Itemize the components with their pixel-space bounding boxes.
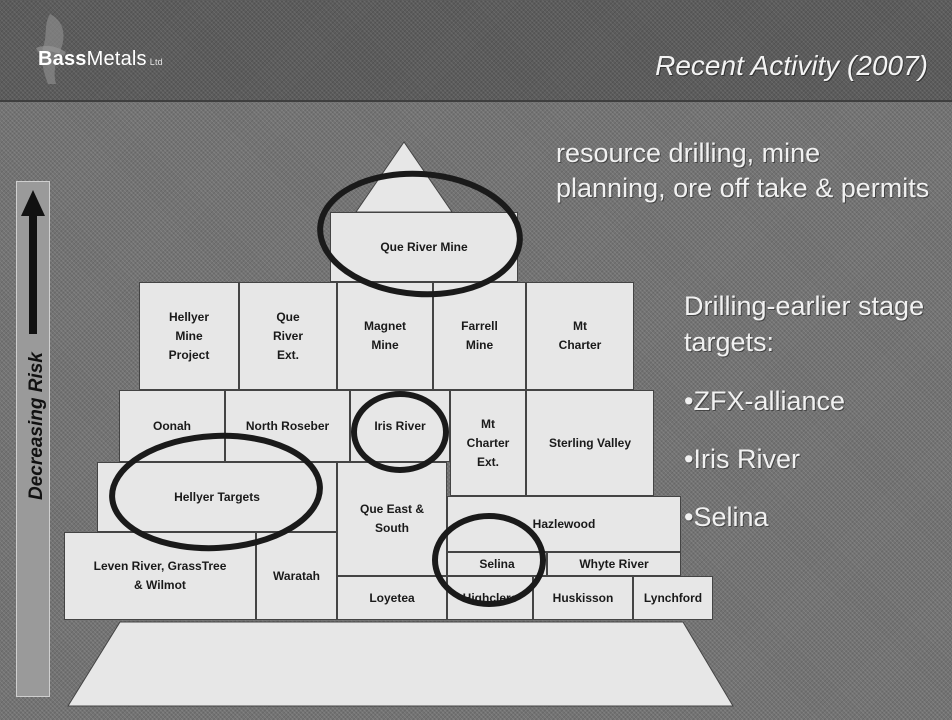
iris-river-block: Iris River [350,390,450,462]
farrell-mine-block: Farrell Mine [433,282,526,390]
list-item: •ZFX-alliance [684,386,845,416]
up-arrow-icon [21,190,45,334]
oonah-block: Oonah [119,390,225,462]
list-item: •Selina [684,502,769,532]
logo-bold-text: Bass [38,48,87,70]
north-rosebery-block: North Roseber [225,390,350,462]
whyte-river-block: Whyte River [547,552,681,576]
huskisson-block: Huskisson [533,576,633,620]
pyramid-apex [355,141,453,213]
highclere-block: Highclere [447,576,533,620]
leven-river-block: Leven River, GrassTree & Wilmot [64,532,256,620]
que-river-ext-block: Que River Ext. [239,282,337,390]
pyramid-base [67,621,734,707]
sterling-valley-block: Sterling Valley [526,390,654,496]
lynchford-block: Lynchford [633,576,713,620]
logo-rest-text: Metals [86,48,147,70]
logo-suffix-text: Ltd [149,57,163,67]
que-river-mine-block: Que River Mine [330,212,518,282]
mt-charter-block: Mt Charter [526,282,634,390]
hellyer-mine-project-block: Hellyer Mine Project [139,282,239,390]
waratah-block: Waratah [256,532,337,620]
figure-logo-icon [36,14,66,84]
hazlewood-block: Hazlewood [447,496,681,552]
list-item: •Iris River [684,444,800,474]
hellyer-targets-block: Hellyer Targets [97,462,337,532]
resource-note: resource drilling, mine planning, ore of… [556,138,930,203]
slide-title: Recent Activity (2007) [655,50,928,81]
drilling-heading: Drilling-earlier stage targets: [684,291,925,357]
que-east-south-block: Que East & South [337,462,447,576]
mt-charter-ext-block: Mt Charter Ext. [450,390,526,496]
target-list: •ZFX-alliance •Iris River •Selina [684,386,845,560]
loyetea-block: Loyetea [337,576,447,620]
selina-block: Selina [447,552,547,576]
risk-scale-bar [16,181,50,697]
magnet-mine-block: Magnet Mine [337,282,433,390]
